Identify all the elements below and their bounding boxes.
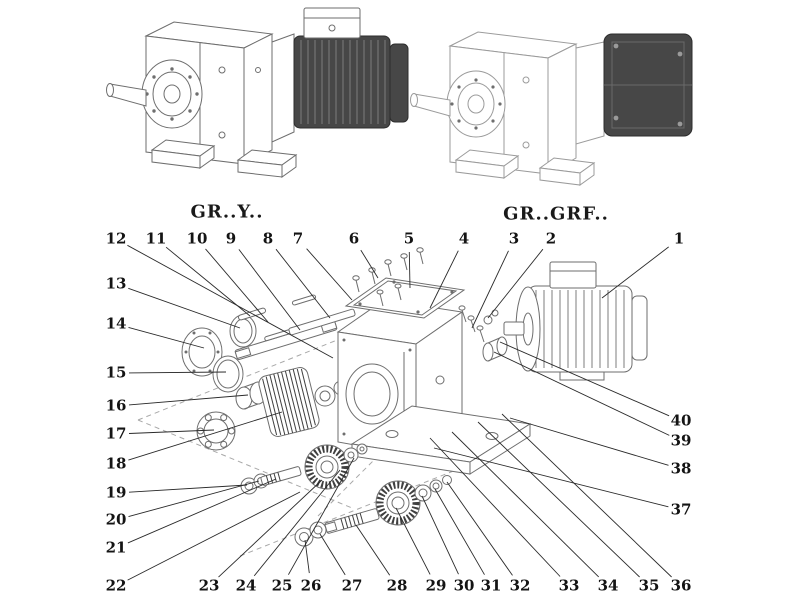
callout-23: 23 [198,576,220,595]
callout-12: 12 [105,229,127,248]
callout-8: 8 [262,229,274,248]
callout-15: 15 [105,363,127,382]
callout-29: 29 [425,576,447,595]
callout-30: 30 [453,576,475,595]
variant-label-gr-y: GR..Y.. [190,201,264,223]
shaft-key-part [238,307,266,321]
callout-16: 16 [105,396,127,415]
gr-y-front-cover [141,59,203,129]
callout-32: 32 [509,576,531,595]
callout-40: 40 [670,411,692,430]
callout-4: 4 [458,229,470,248]
callout-19: 19 [105,483,127,502]
callout-35: 35 [638,576,660,595]
input-coupling-part [482,336,508,362]
variant-label-gr-grf: GR..GRF.. [503,203,609,225]
callout-33: 33 [558,576,580,595]
gr-grf-feet [454,149,596,186]
motor-part [503,261,648,381]
helical-gear-large-part [258,367,320,437]
gr-y-feet [150,139,298,178]
pinion-shaft-part [260,466,302,486]
callout-7: 7 [292,229,304,248]
callout-10: 10 [186,229,208,248]
callout-3: 3 [508,229,520,248]
callout-21: 21 [105,538,127,557]
gr-grf-output-shaft [410,93,451,117]
callout-22: 22 [105,576,127,595]
callout-38: 38 [670,459,692,478]
callout-24: 24 [235,576,257,595]
callout-13: 13 [105,274,127,293]
callout-18: 18 [105,454,127,473]
callout-14: 14 [105,314,127,333]
figure-gr-y-assembled [106,7,409,178]
callout-25: 25 [271,576,293,595]
callout-28: 28 [386,576,408,595]
gr-y-terminal-box [303,7,361,39]
callout-5: 5 [403,229,415,248]
exploded-view [137,247,648,557]
figure-gr-grf-assembled [410,31,693,186]
callout-26: 26 [300,576,322,595]
callout-27: 27 [341,576,363,595]
callout-36: 36 [670,576,692,595]
callout-6: 6 [348,229,360,248]
callout-37: 37 [670,500,692,519]
gr-y-output-shaft [106,83,147,107]
gr-grf-input-cover [575,33,693,145]
callout-9: 9 [225,229,237,248]
flange-fasteners [458,305,499,343]
spur-gear-output-part [375,480,421,526]
retaining-ring-part [212,355,244,393]
gr-grf-front-cover [446,70,506,138]
shaft-key-2-part [291,294,317,306]
callout-2: 2 [545,229,557,248]
output-shaft-part [324,508,380,534]
callout-34: 34 [597,576,619,595]
cover-bolts [352,247,424,307]
callout-39: 39 [670,431,692,450]
callout-1: 1 [673,229,685,248]
callout-11: 11 [145,229,167,248]
callout-20: 20 [105,510,127,529]
spur-gear-mid-part [304,443,368,490]
washers-bottom [294,521,327,547]
ball-bearing-part [196,411,236,451]
callout-17: 17 [105,424,127,443]
callout-31: 31 [480,576,502,595]
gr-y-motor [271,7,409,143]
motor-terminal-box [549,261,597,289]
